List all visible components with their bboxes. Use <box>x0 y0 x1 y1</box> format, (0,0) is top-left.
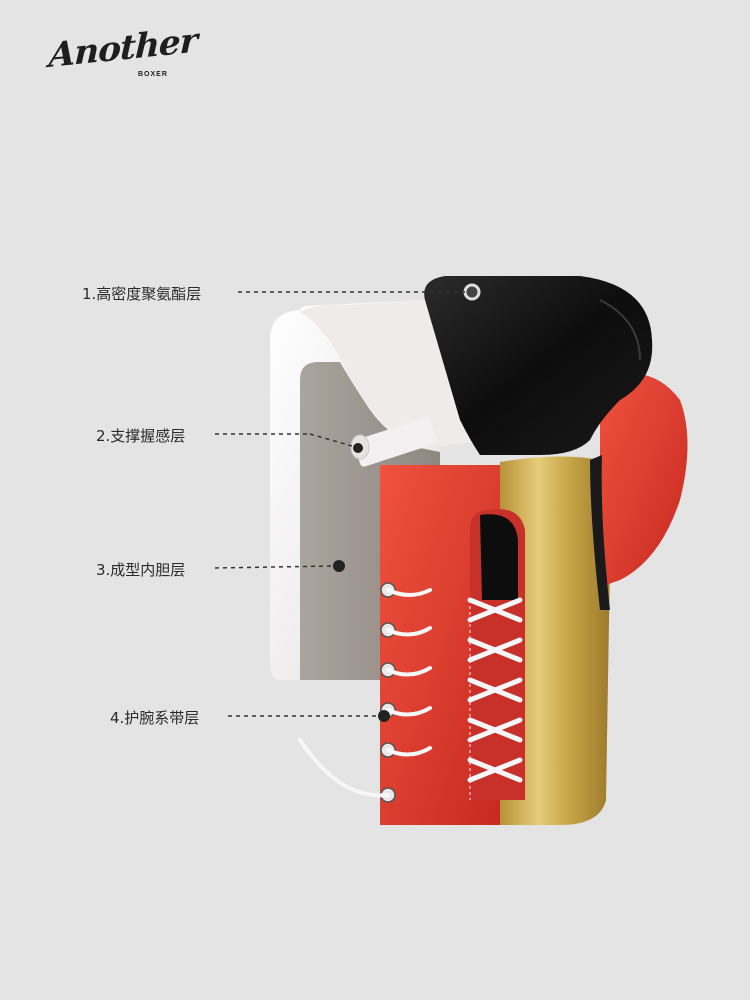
red-thumb <box>600 373 688 585</box>
marker-4 <box>378 710 390 722</box>
laces <box>467 597 523 783</box>
callout-label-3: 3.成型内胆层 <box>96 561 186 579</box>
marker-3 <box>333 560 345 572</box>
gold-panel <box>500 456 610 825</box>
marker-1 <box>463 283 481 301</box>
brand-logo: Another BOXER <box>48 21 198 92</box>
black-trim <box>590 455 610 610</box>
brand-logo-subtext: BOXER <box>138 71 168 78</box>
grip-rod <box>353 417 437 467</box>
callout-label-2: 2.支撑握感层 <box>96 427 186 445</box>
marker-2 <box>353 443 363 453</box>
callout-label-4: 4.护腕系带层 <box>110 709 200 727</box>
black-knuckle <box>424 276 653 455</box>
callout-label-1: 1.高密度聚氨酯层 <box>82 285 202 303</box>
leader-lines <box>214 291 465 717</box>
